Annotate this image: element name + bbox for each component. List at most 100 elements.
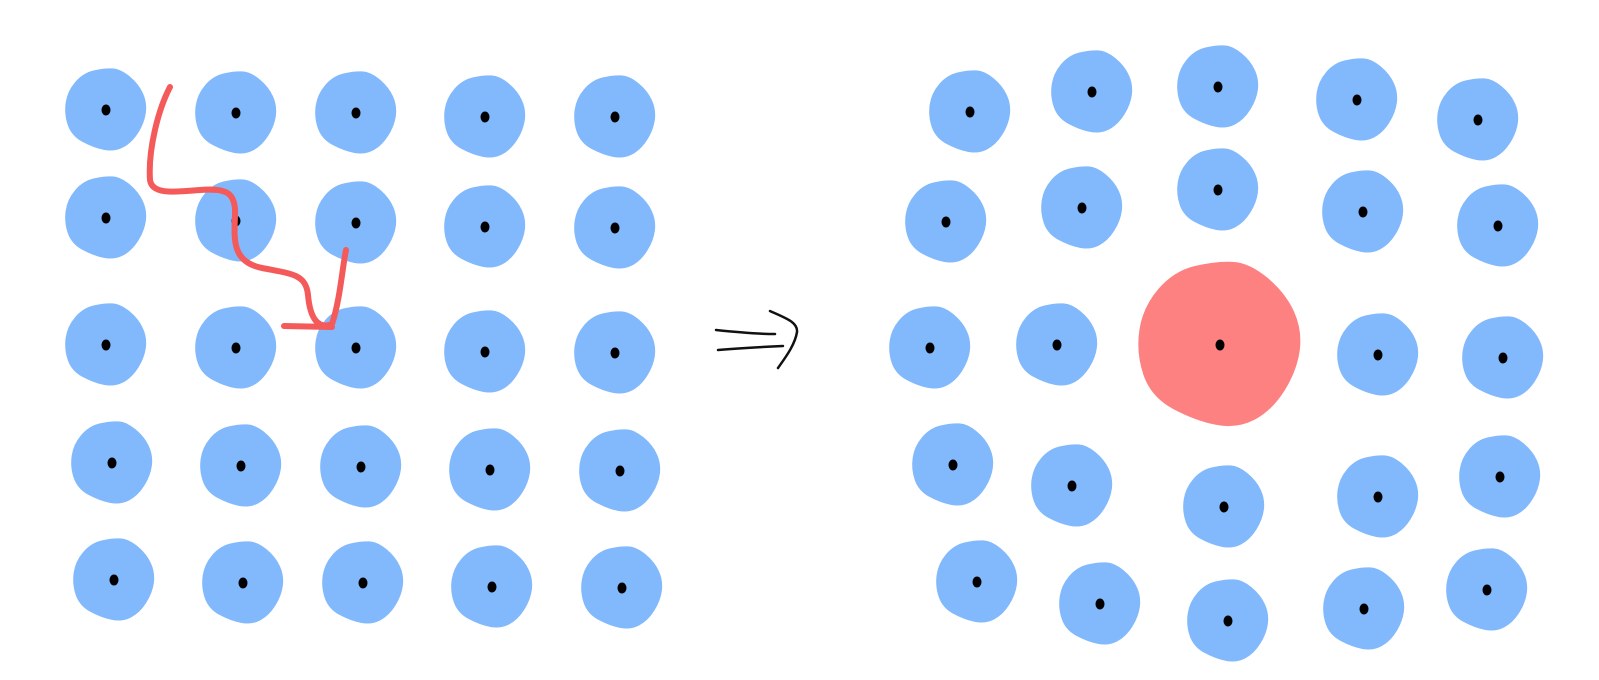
cell-nucleus: [941, 216, 951, 228]
cell-nucleus: [1352, 94, 1362, 106]
cell-nucleus: [1219, 501, 1229, 513]
cell-nucleus: [1493, 220, 1503, 232]
grid-cell-r1-c3: [315, 71, 397, 154]
cell-nucleus: [356, 461, 366, 473]
cluster-cell-1: [929, 70, 1011, 153]
cluster-cell-13: [1337, 313, 1419, 396]
cell-nucleus: [610, 347, 620, 359]
cell-nucleus: [1095, 598, 1105, 610]
grid-cell-r1-c1: [65, 68, 147, 151]
cell-nucleus: [107, 457, 117, 469]
grid-cell-r3-c3: [315, 306, 397, 389]
cell-nucleus: [238, 577, 248, 589]
cluster-cell-19: [1459, 435, 1541, 518]
cluster-cell-11: [889, 306, 971, 389]
cluster-cell-18: [1337, 455, 1419, 538]
cell-nucleus: [1482, 584, 1492, 596]
cell-nucleus: [615, 465, 625, 477]
cell-nucleus: [480, 221, 490, 233]
grid-cell-r3-c5: [574, 311, 656, 394]
cell-nucleus: [358, 577, 368, 589]
cluster-cell-24: [1446, 548, 1528, 631]
grid-cell-r1-c2: [195, 71, 277, 154]
cluster-cell-6: [905, 180, 987, 263]
cell-nucleus: [948, 459, 958, 471]
right-cell-cluster: [889, 45, 1544, 662]
cell-nucleus: [1067, 480, 1077, 492]
cell-nucleus: [101, 339, 111, 351]
enlarged-highlighted-cell: [1138, 261, 1301, 427]
cell-nucleus: [972, 576, 982, 588]
cluster-cell-22: [1187, 579, 1269, 662]
cell-nucleus: [351, 107, 361, 119]
cell-nucleus: [485, 464, 495, 476]
grid-cell-r5-c2: [202, 541, 284, 624]
cell-nucleus: [1473, 114, 1483, 126]
grid-cell-r4-c4: [449, 428, 531, 511]
cell-nucleus: [1213, 81, 1223, 93]
cell-nucleus: [109, 574, 119, 586]
grid-cell-r2-c3: [315, 181, 397, 264]
cluster-cell-20: [936, 540, 1018, 623]
cell-nucleus: [1498, 352, 1508, 364]
cell-nucleus: [236, 460, 246, 472]
cluster-cell-8: [1177, 148, 1259, 231]
cluster-cell-7: [1041, 166, 1123, 249]
cluster-cell-16: [1031, 444, 1113, 527]
cell-nucleus: [965, 106, 975, 118]
cluster-cell-10: [1457, 184, 1539, 267]
cluster-cell-21: [1059, 562, 1141, 645]
cluster-cell-2: [1051, 50, 1133, 133]
grid-cell-r5-c3: [322, 541, 404, 624]
cell-nucleus: [101, 212, 111, 224]
cluster-cell-15: [912, 423, 994, 506]
left-cell-grid: [65, 68, 663, 629]
grid-cell-r3-c2: [195, 306, 277, 389]
grid-cell-r5-c4: [451, 545, 533, 628]
cell-nucleus: [487, 581, 497, 593]
grid-cell-r5-c5: [581, 546, 663, 629]
cluster-cell-4: [1316, 58, 1398, 141]
implies-arrow-icon: [714, 309, 799, 370]
cell-nucleus: [1215, 339, 1225, 351]
wandering-path: [146, 84, 349, 330]
grid-cell-r1-c5: [574, 75, 656, 158]
red-trajectory-line: [146, 84, 349, 330]
grid-cell-r1-c4: [444, 75, 526, 158]
grid-cell-r3-c4: [444, 310, 526, 393]
cell-nucleus: [1077, 202, 1087, 214]
cell-nucleus: [1213, 184, 1223, 196]
grid-cell-r2-c5: [574, 186, 656, 269]
cell-nucleus: [351, 342, 361, 354]
cell-nucleus: [1052, 339, 1062, 351]
grid-cell-r4-c2: [200, 424, 282, 507]
cell-nucleus: [231, 342, 241, 354]
cell-nucleus: [1495, 471, 1505, 483]
cluster-cell-14: [1462, 316, 1544, 399]
cell-nucleus: [480, 346, 490, 358]
grid-cell-r4-c5: [579, 429, 661, 512]
grid-cell-r4-c1: [71, 421, 153, 504]
grid-cell-r3-c1: [65, 303, 147, 386]
arrow-strokes: [714, 309, 799, 370]
cell-nucleus: [610, 111, 620, 123]
cell-nucleus: [1223, 615, 1233, 627]
grid-cell-r2-c4: [444, 185, 526, 268]
cell-nucleus: [1373, 349, 1383, 361]
cell-nucleus: [231, 107, 241, 119]
cluster-cell-5: [1437, 78, 1519, 161]
cell-nucleus: [1087, 86, 1097, 98]
cluster-cell-17: [1183, 465, 1265, 548]
cluster-cell-12: [1016, 303, 1098, 386]
cell-nucleus: [480, 111, 490, 123]
cell-nucleus: [610, 222, 620, 234]
grid-cell-r2-c1: [65, 176, 147, 259]
cell-nucleus: [1358, 206, 1368, 218]
grid-cell-r4-c3: [320, 425, 402, 508]
cell-nucleus: [1359, 603, 1369, 615]
cell-nucleus: [925, 342, 935, 354]
cluster-cell-3: [1177, 45, 1259, 128]
grid-cell-r5-c1: [73, 538, 155, 621]
cell-nucleus: [351, 217, 361, 229]
